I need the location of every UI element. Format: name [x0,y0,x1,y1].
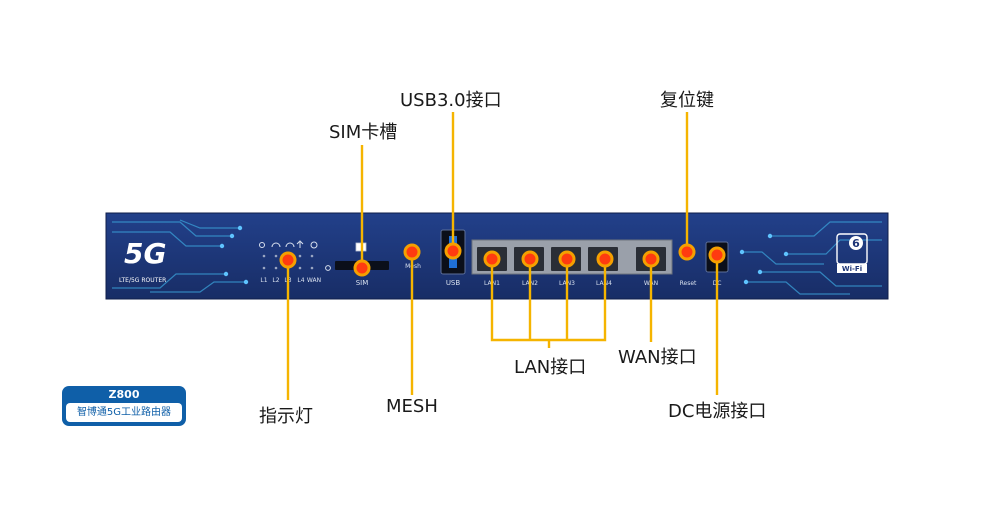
led-label-l2: L2 [272,277,279,284]
usb-label: USB [446,279,461,287]
marker-mesh [403,243,421,261]
circuit-pattern-left [112,219,246,293]
model-name: Z800 [108,388,140,401]
leader-lan-bracket [490,259,607,348]
wifi6-number: 6 [852,237,860,250]
callout-indicator: 指示灯 [259,406,313,427]
wifi6-label: Wi-Fi [842,265,862,273]
marker-usb [444,242,462,260]
marker-lan3 [558,250,576,268]
reset-label: Reset [680,280,697,287]
marker-lan2 [521,250,539,268]
marker-lan1 [483,250,501,268]
marker-sim [353,259,371,277]
led-label-wan: WAN [307,277,321,284]
callout-mesh: MESH [386,396,438,417]
logo-5g: 5G [124,237,166,270]
model-badge: Z800 智博通5G工业路由器 [62,386,186,426]
led-button [325,265,331,271]
led-label-l4: L4 [297,277,304,284]
callout-lan: LAN接口 [514,357,587,378]
marker-lan4 [596,250,614,268]
leader-lines [286,112,719,400]
markers [279,242,726,277]
callout-sim-slot: SIM卡槽 [329,122,398,143]
led-label-l1: L1 [260,277,267,284]
marker-indicator [279,251,297,269]
circuit-dots-right [739,233,789,285]
wifi6-logo: 6 Wi-Fi [836,233,868,273]
marker-wan [642,250,660,268]
callout-reset-key: 复位键 [660,90,714,111]
model-description: 智博通5G工业路由器 [66,403,182,422]
status-icons [259,240,318,249]
circuit-dots-left [219,225,249,285]
callout-usb: USB3.0接口 [400,90,502,111]
callout-dc-power: DC电源接口 [668,401,767,422]
sim-label: SIM [356,279,369,287]
marker-reset [678,243,696,261]
callout-wan: WAN接口 [618,347,697,368]
logo-subtitle: LTE/5G ROUTER [119,277,166,284]
marker-dc [708,246,726,264]
